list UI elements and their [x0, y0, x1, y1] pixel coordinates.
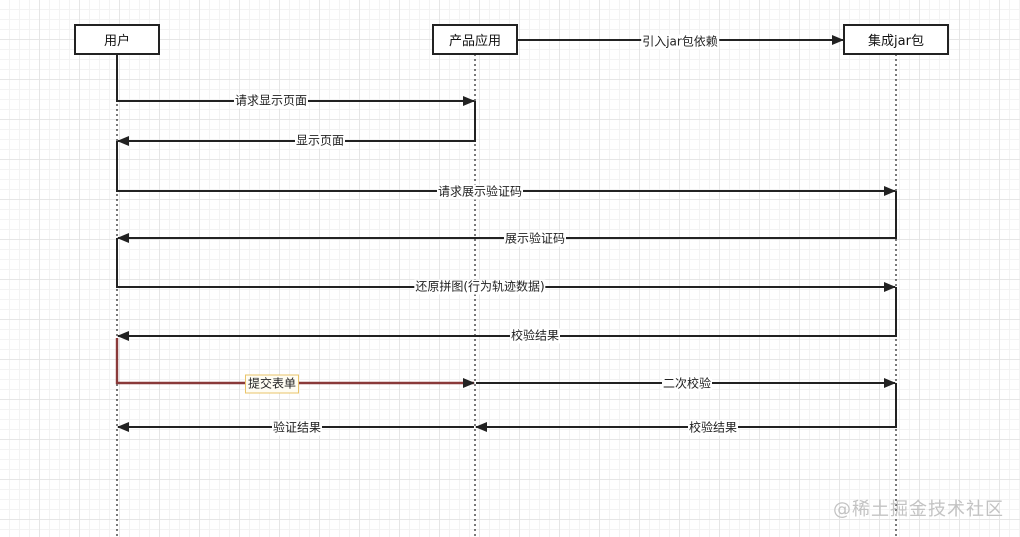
arrow-request-captcha: [116, 141, 896, 196]
label-import-jar: 引入jar包依赖: [641, 34, 719, 50]
label-verify-result-user: 验证结果: [271, 420, 323, 436]
label-submit-form: 提交表单: [244, 374, 300, 394]
arrow-show-page: [117, 101, 476, 146]
arrow-restore-puzzle: [116, 238, 896, 292]
label-show-captcha: 展示验证码: [503, 231, 567, 247]
actor-app-label: 产品应用: [448, 34, 501, 49]
arrow-check-result: [475, 383, 897, 432]
label-show-page: 显示页面: [294, 133, 346, 149]
actor-user: 用户: [74, 24, 160, 55]
actor-app: 产品应用: [432, 24, 518, 55]
label-restore-puzzle: 还原拼图(行为轨迹数据): [414, 279, 546, 295]
arrow-verify-result: [117, 287, 897, 341]
arrow-submit-form: [115, 338, 475, 388]
arrow-request-page: [116, 54, 475, 106]
actor-jar-label: 集成jar包: [868, 34, 924, 49]
label-request-captcha: 请求展示验证码: [436, 184, 524, 200]
watermark: @稀土掘金技术社区: [833, 499, 1004, 520]
label-check-result: 校验结果: [687, 420, 739, 436]
label-request-page: 请求显示页面: [233, 93, 309, 109]
actor-jar: 集成jar包: [843, 24, 949, 55]
actor-user-label: 用户: [103, 34, 130, 49]
arrow-show-captcha: [117, 191, 897, 243]
label-second-check: 二次校验: [661, 376, 713, 392]
label-verify-result: 校验结果: [509, 328, 561, 344]
